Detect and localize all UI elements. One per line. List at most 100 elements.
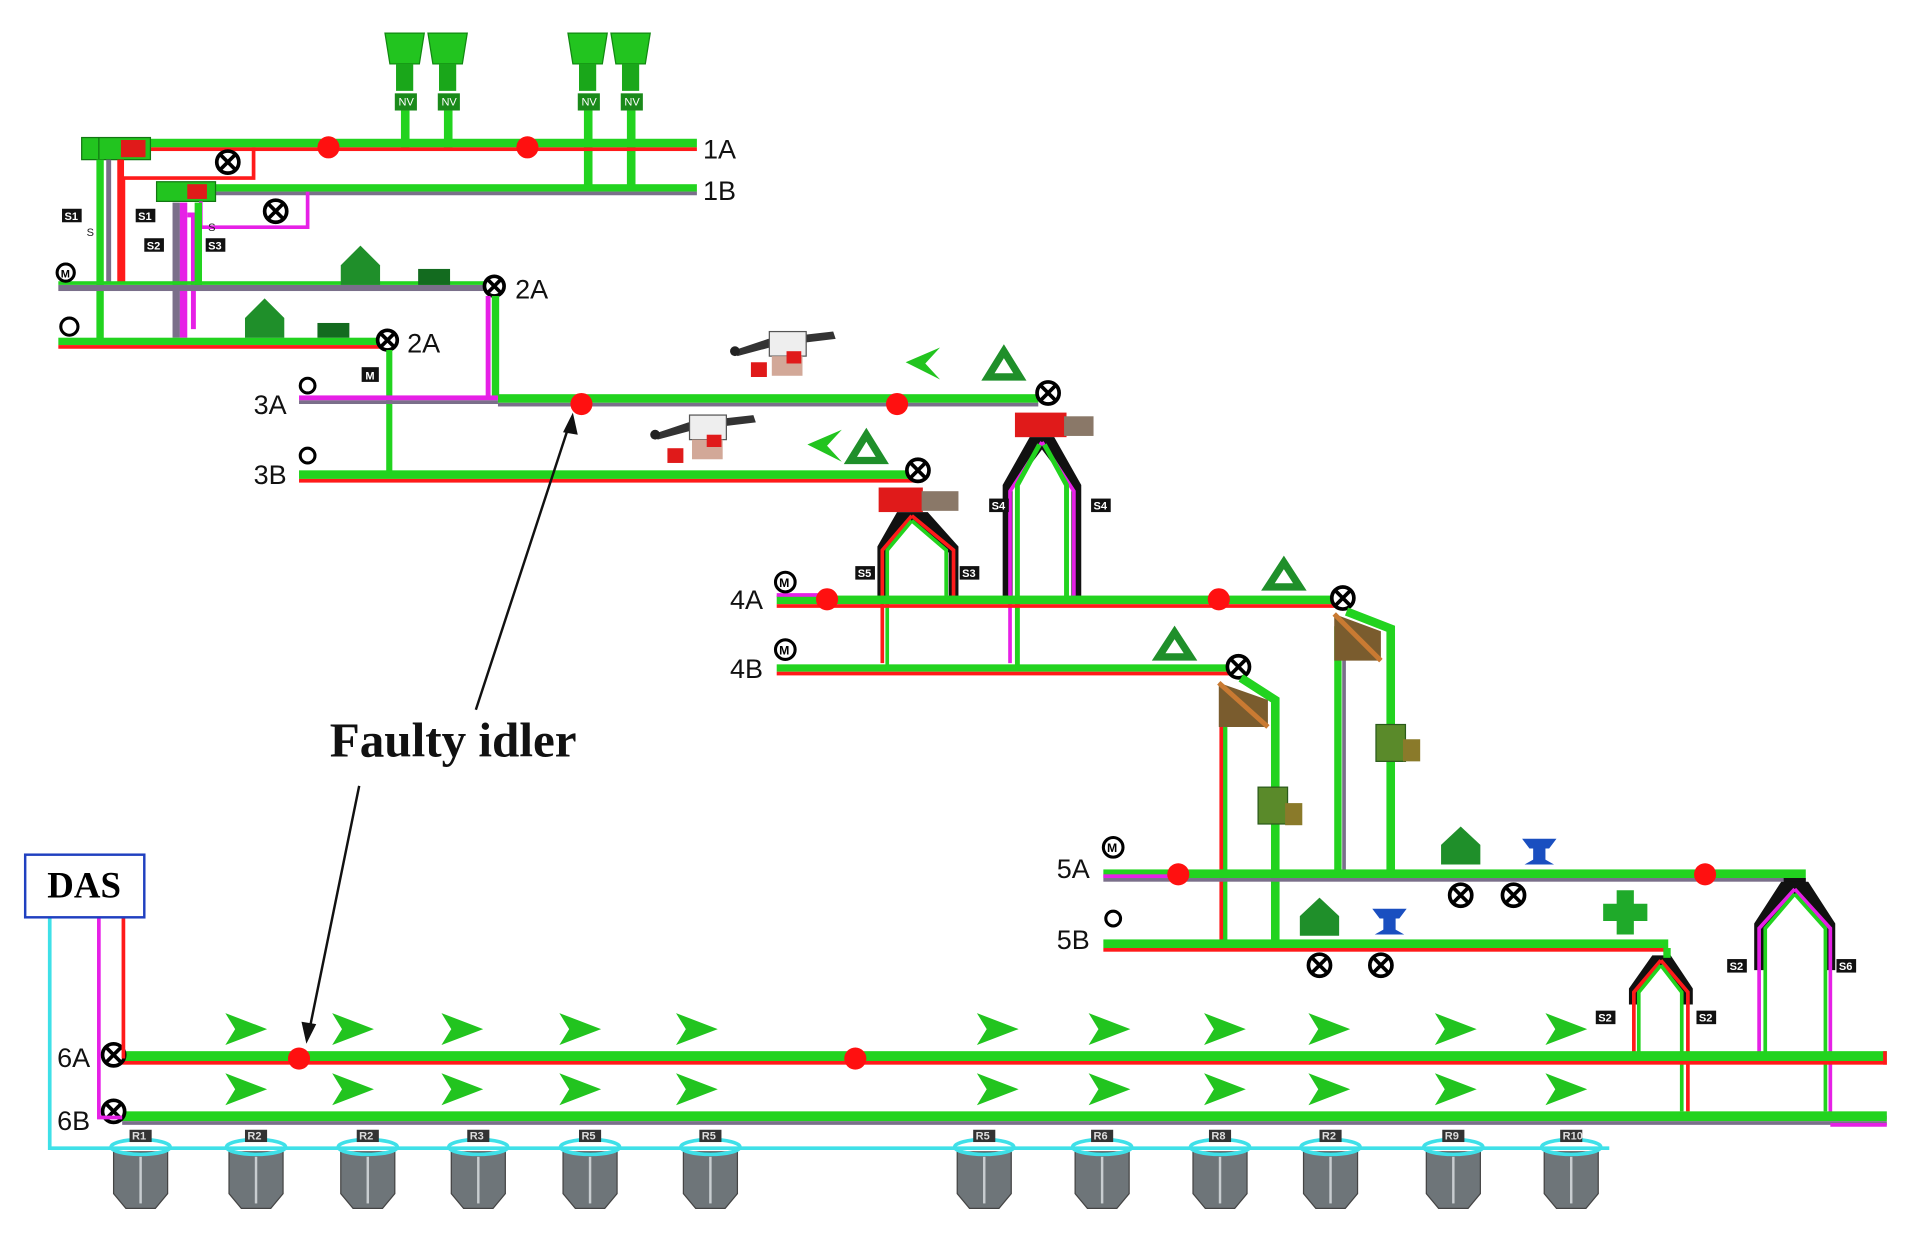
bin-3[interactable]: R2: [336, 1129, 400, 1209]
direction-arrow-6-bottom-3: [441, 1073, 484, 1106]
direction-arrow-6-top-4: [559, 1013, 602, 1046]
idler-dot-1a-2[interactable]: [516, 136, 539, 159]
direction-arrow-6-bottom-2: [332, 1073, 374, 1106]
direction-arrow-6-bottom-5: [676, 1073, 718, 1106]
hopper-3: NV: [567, 32, 608, 111]
direction-arrow-6-top-11: [1545, 1013, 1588, 1046]
plus-icon-5b: [1603, 890, 1648, 935]
hopper-4: NV: [610, 32, 651, 111]
conveyor-5a: [1103, 869, 1806, 882]
idler-dot-4a-1[interactable]: [816, 588, 839, 611]
svg-text:S5: S5: [858, 568, 872, 580]
bin-label-5: R5: [581, 1131, 595, 1143]
idler-dot-1a-1[interactable]: [317, 136, 340, 159]
conveyor-6b: [122, 1111, 1887, 1125]
bin-label-4: R3: [470, 1131, 484, 1143]
idler-dot-6a-2[interactable]: [844, 1047, 867, 1070]
direction-arrow-6-top-3: [441, 1013, 484, 1046]
feeder-tag-4: NV: [624, 97, 640, 109]
drive-unit-1a[interactable]: [81, 136, 152, 161]
svg-text:S2: S2: [147, 240, 161, 252]
conveyor-3a: [299, 394, 1039, 407]
bin-7[interactable]: R5: [952, 1129, 1016, 1209]
idler-dot-6a-faulty[interactable]: [287, 1047, 311, 1070]
hopper-2: NV: [427, 32, 468, 111]
direction-arrow-6-bottom-4: [559, 1073, 602, 1106]
bin-12[interactable]: R10: [1539, 1129, 1603, 1209]
bin-label-6: R5: [702, 1131, 716, 1143]
motor-icon-4b: M: [773, 638, 797, 661]
tag-s2-br: S2: [1696, 1010, 1717, 1025]
pulley-icon-5a-2: [1500, 882, 1527, 909]
feeder-tag-1: NV: [398, 97, 414, 109]
drive-unit-1b[interactable]: [155, 181, 217, 203]
tag-s2-big: S2: [1727, 959, 1747, 973]
chute-s6-big: [1754, 878, 1887, 1120]
das-box[interactable]: DAS: [23, 853, 146, 919]
crusher-icon-5a: [1441, 826, 1481, 865]
bin-5[interactable]: R5: [558, 1129, 622, 1209]
bin-9[interactable]: R8: [1188, 1129, 1252, 1209]
pulley-ring-icon-3b: [298, 446, 317, 465]
das-label: DAS: [47, 865, 121, 906]
tag-motor-a: M: [361, 367, 379, 382]
feeder-group: NV NV NV NV: [384, 32, 651, 187]
tag-s3-right: S3: [959, 566, 980, 580]
motor-icon-4a: M: [773, 570, 797, 594]
magnet-icon-5a: [1522, 838, 1557, 865]
idler-dot-4a-2[interactable]: [1207, 588, 1230, 611]
idler-dot-5a-2[interactable]: [1694, 863, 1717, 886]
tag-s1-second: S1: [135, 208, 156, 223]
pulley-icon-2: [262, 198, 289, 225]
bin-label-12: R10: [1563, 1131, 1583, 1143]
direction-arrow-6-bottom-10: [1434, 1073, 1477, 1106]
bin-2[interactable]: R2: [224, 1129, 288, 1209]
direction-arrow-3a: [905, 347, 941, 380]
bin-label-1: R1: [132, 1131, 146, 1143]
svg-text:M: M: [1107, 841, 1117, 855]
hopper-1: NV: [384, 32, 425, 111]
pulley-ring-icon-5b: [1104, 909, 1123, 928]
bin-11[interactable]: R9: [1422, 1129, 1485, 1209]
crusher-icon-2a-lower: [244, 298, 285, 338]
bin-label-7: R5: [976, 1131, 990, 1143]
svg-text:M: M: [61, 269, 70, 281]
conveyor-3b: [299, 470, 916, 483]
conveyor-4b: [776, 664, 1232, 676]
box-icon-2a-upper: [418, 268, 451, 285]
idler-dot-5a-1[interactable]: [1167, 863, 1190, 886]
label-3a: 3A: [254, 390, 287, 420]
label-4b: 4B: [730, 654, 763, 684]
bin-6[interactable]: R5: [679, 1129, 742, 1209]
svg-text:S4: S4: [1094, 501, 1108, 513]
magnet-icon-5b: [1372, 908, 1407, 935]
bin-4[interactable]: R3: [446, 1129, 510, 1209]
bin-label-11: R9: [1445, 1131, 1459, 1143]
svg-text:S4: S4: [992, 501, 1006, 513]
conveyor-5b: [1103, 939, 1669, 952]
direction-arrow-6-top-10: [1434, 1013, 1477, 1046]
annotation-arrow-down: [301, 785, 361, 1044]
crusher-icon-5b: [1299, 897, 1340, 936]
label-3b: 3B: [254, 460, 287, 490]
bin-label-10: R2: [1322, 1131, 1336, 1143]
conveyor-6a: [122, 1051, 1887, 1065]
direction-arrows-6: [225, 1013, 1588, 1106]
bin-10[interactable]: R2: [1299, 1129, 1362, 1209]
tag-s4-right: S4: [1091, 498, 1111, 513]
direction-arrow-6-bottom-1: [225, 1073, 268, 1106]
scale-icon-4a: [1261, 555, 1307, 591]
pulley-icon-2a-lower: [375, 328, 400, 352]
bin-label-2: R2: [247, 1131, 261, 1143]
direction-arrow-6-bottom-6: [976, 1073, 1019, 1106]
idler-dot-faulty[interactable]: [570, 392, 593, 416]
tag-s5-left: S5: [855, 566, 875, 580]
tag-small-s1: S: [87, 227, 94, 239]
idler-dot-3a-2[interactable]: [886, 392, 909, 416]
pulley-icon-5b-2: [1367, 952, 1394, 979]
svg-text:M: M: [779, 576, 789, 590]
bin-1[interactable]: R1: [109, 1129, 172, 1209]
conveyor-2a-lower: [58, 337, 384, 349]
conveyor-2a-upper: [58, 281, 492, 292]
bin-8[interactable]: R6: [1070, 1129, 1134, 1209]
